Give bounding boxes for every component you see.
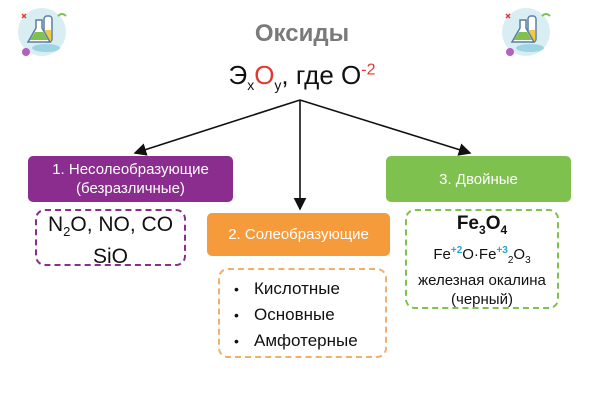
fe3o4-sub-3: 3: [479, 222, 486, 237]
salt-forming-label: 2. Солеобразующие: [228, 226, 369, 243]
fe2o3-sub-2: 2: [507, 254, 514, 266]
fe3o4-o: O: [485, 213, 501, 234]
fe2o3-o: O: [513, 245, 526, 263]
formula-sub-y: y: [274, 77, 282, 94]
list-item: • Основные: [234, 302, 385, 328]
salt-forming-list: • Кислотные • Основные • Амфотерные: [220, 270, 385, 354]
non-salt-line-1: N2O, NO, CO: [37, 212, 184, 244]
non-salt-rest: O, NO, CO: [70, 213, 174, 236]
feo-o-dot-fe: O·Fe: [462, 245, 497, 263]
fe3o4-expanded-formula: Fe+2O·Fe+32O3: [407, 241, 557, 271]
bullet: •: [234, 333, 239, 349]
fe3o4-sub-4: 4: [500, 222, 508, 237]
non-salt-forming-examples: N2O, NO, CO SiO: [35, 209, 186, 269]
iron-scale-color: (черный): [451, 290, 513, 308]
arrow-to-non-salt: [133, 99, 301, 156]
list-item: • Кислотные: [234, 276, 385, 302]
list-item-label: Основные: [254, 305, 335, 324]
n2o-sub: 2: [63, 224, 71, 240]
fe3o4-fe: Fe: [456, 213, 480, 234]
list-item: • Амфотерные: [234, 328, 385, 354]
bullet: •: [234, 281, 239, 297]
salt-forming-types: • Кислотные • Основные • Амфотерные: [218, 268, 387, 358]
list-item-label: Кислотные: [254, 279, 340, 298]
bullet: •: [234, 307, 239, 323]
double-oxides-example: Fe3O4 Fe+2O·Fe+32O3 железная окалина (че…: [405, 209, 559, 309]
fe2o3-sub-3: 3: [525, 254, 531, 266]
arrow-to-double: [299, 99, 472, 156]
salt-forming-header: 2. Солеобразующие: [207, 213, 390, 256]
formula-oxygen: O: [254, 60, 275, 90]
n2o-n: N: [47, 213, 64, 236]
formula-sub-x: x: [247, 77, 255, 94]
chemistry-lab-icon-left: [14, 4, 70, 60]
oxidation-state-plus2: +2: [450, 244, 463, 256]
formula-middle: , где O: [281, 60, 362, 90]
fe3o4-formula: Fe3O4: [407, 211, 557, 241]
iron-scale-name: железная окалина: [418, 271, 546, 289]
general-formula: ЭxOy, где O-2: [0, 60, 604, 93]
non-salt-forming-header: 1. Несолеобразующие (безразличные): [28, 156, 233, 202]
formula-element: Э: [228, 60, 248, 90]
double-oxides-header: 3. Двойные: [386, 156, 571, 202]
oxidation-state-plus3: +3: [496, 244, 508, 256]
non-salt-line-2: SiO: [92, 245, 128, 269]
non-salt-forming-label: 1. Несолеобразующие (безразличные): [52, 161, 209, 197]
list-item-label: Амфотерные: [254, 331, 358, 350]
feo-fe: Fe: [433, 245, 451, 263]
chemistry-lab-icon-right: [498, 4, 554, 60]
page-title: Оксиды: [254, 20, 350, 47]
double-oxides-label: 3. Двойные: [439, 170, 518, 188]
formula-charge: -2: [361, 61, 376, 79]
